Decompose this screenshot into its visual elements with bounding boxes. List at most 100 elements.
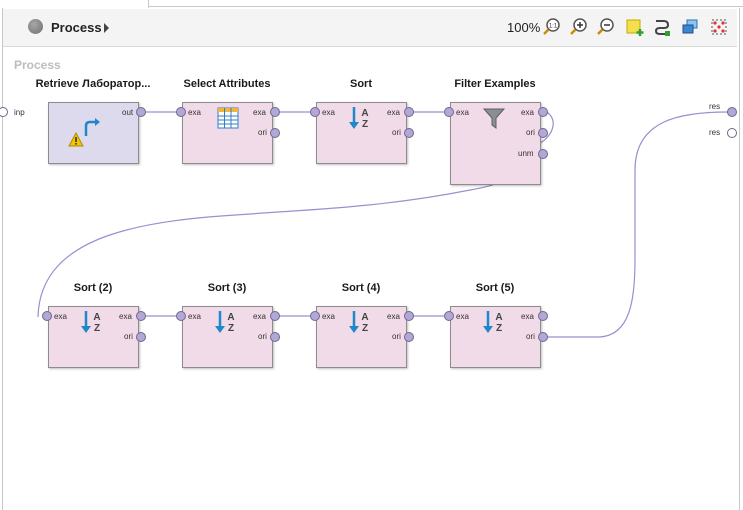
port-label-exa-in: exa <box>322 108 335 117</box>
svg-text:1:1: 1:1 <box>549 24 558 30</box>
input-port-exa[interactable] <box>310 107 320 117</box>
tab-strip <box>0 0 743 8</box>
process-input-port-label: inp <box>14 108 25 117</box>
port-label-exa-out: exa <box>521 312 534 321</box>
input-port-exa[interactable] <box>310 311 320 321</box>
output-port-exa[interactable] <box>404 311 414 321</box>
input-port-exa[interactable] <box>42 311 52 321</box>
svg-text:Z: Z <box>362 119 368 130</box>
port-label-ori: ori <box>526 128 535 137</box>
canvas-title: Process <box>14 58 61 72</box>
filter-icon <box>482 108 506 129</box>
operator-body[interactable] <box>48 102 139 164</box>
breadcrumb-arrow-icon[interactable] <box>104 23 109 33</box>
port-label-ori: ori <box>392 332 401 341</box>
layers-icon[interactable] <box>680 17 700 37</box>
output-port-ori[interactable] <box>270 128 280 138</box>
operator-body[interactable] <box>48 306 139 368</box>
output-port-exa[interactable] <box>404 107 414 117</box>
output-port-ori[interactable] <box>270 332 280 342</box>
zoom-level: 100% <box>507 20 541 35</box>
port-label-ori: ori <box>124 332 133 341</box>
result-port-label-2: res <box>709 128 721 137</box>
output-port-exa[interactable] <box>538 107 548 117</box>
port-label-exa-out: exa <box>521 108 534 117</box>
sort-az-icon: A Z <box>215 311 235 334</box>
add-note-icon[interactable] <box>625 17 645 37</box>
port-label-exa-out: exa <box>387 312 400 321</box>
svg-text:A: A <box>495 312 502 323</box>
svg-text:A: A <box>93 312 100 323</box>
sort-az-icon: A Z <box>349 311 369 334</box>
output-port-ori[interactable] <box>404 332 414 342</box>
process-input-port[interactable] <box>0 107 8 117</box>
output-port-exa[interactable] <box>538 311 548 321</box>
input-port-exa[interactable] <box>444 107 454 117</box>
operator-body[interactable] <box>182 306 273 368</box>
process-tab[interactable] <box>0 0 149 8</box>
port-label-ori: ori <box>392 128 401 137</box>
result-port[interactable] <box>727 107 737 117</box>
operator-title: Retrieve Лаборатор... <box>35 78 151 90</box>
table-icon <box>217 107 239 129</box>
auto-arrange-icon[interactable] <box>709 17 729 37</box>
result-port-2[interactable] <box>727 128 737 138</box>
output-port-ori[interactable] <box>538 128 548 138</box>
svg-text:Z: Z <box>228 323 234 334</box>
operator-body[interactable] <box>450 306 541 368</box>
zoom-out-icon[interactable] <box>596 17 616 37</box>
svg-text:Z: Z <box>496 323 502 334</box>
port-label-ori: ori <box>258 128 267 137</box>
port-label-ori: ori <box>526 332 535 341</box>
output-port-exa[interactable] <box>136 311 146 321</box>
process-icon[interactable] <box>28 19 43 34</box>
port-label-exa-in: exa <box>188 108 201 117</box>
operator-title: Filter Examples <box>454 78 536 90</box>
output-port-ori[interactable] <box>404 128 414 138</box>
port-label-exa-out: exa <box>387 108 400 117</box>
zoom-fit-icon[interactable]: 1:1 <box>542 17 562 37</box>
output-port-ori[interactable] <box>136 332 146 342</box>
port-label-ori: ori <box>258 332 267 341</box>
port-label-exa-in: exa <box>54 312 67 321</box>
svg-text:A: A <box>227 312 234 323</box>
port-label-exa-in: exa <box>188 312 201 321</box>
port-label-exa-in: exa <box>456 312 469 321</box>
port-label-exa-out: exa <box>253 312 266 321</box>
port-label-exa-in: exa <box>322 312 335 321</box>
operator-body[interactable] <box>316 102 407 164</box>
input-port-exa[interactable] <box>444 311 454 321</box>
output-port-exa[interactable] <box>270 107 280 117</box>
output-port-unm[interactable] <box>538 149 548 159</box>
operator-title: Sort (5) <box>475 282 515 294</box>
process-panel <box>2 8 740 510</box>
process-breadcrumb[interactable]: Process <box>51 20 102 35</box>
zoom-in-icon[interactable] <box>569 17 589 37</box>
port-label-exa-in: exa <box>456 108 469 117</box>
operator-title: Select Attributes <box>183 78 271 90</box>
sort-az-icon: A Z <box>349 107 369 130</box>
svg-text:Z: Z <box>362 323 368 334</box>
result-port-label: res <box>709 102 721 111</box>
svg-text:A: A <box>361 108 368 119</box>
operator-title: Sort <box>350 78 372 90</box>
route-icon[interactable] <box>652 17 672 37</box>
output-port-ori[interactable] <box>538 332 548 342</box>
operator-body[interactable] <box>316 306 407 368</box>
retrieve-icon <box>84 118 100 136</box>
port-label-out: out <box>122 108 134 117</box>
output-port-out[interactable] <box>136 107 146 117</box>
process-toolbar <box>3 9 737 47</box>
sort-az-icon: A Z <box>483 311 503 334</box>
output-port-exa[interactable] <box>270 311 280 321</box>
port-label-exa-out: exa <box>253 108 266 117</box>
port-label-unm: unm <box>518 149 534 158</box>
input-port-exa[interactable] <box>176 311 186 321</box>
warning-icon[interactable] <box>68 132 84 148</box>
svg-text:Z: Z <box>94 323 100 334</box>
input-port-exa[interactable] <box>176 107 186 117</box>
operator-title: Sort (2) <box>73 282 113 294</box>
svg-text:A: A <box>361 312 368 323</box>
operator-title: Sort (4) <box>341 282 381 294</box>
